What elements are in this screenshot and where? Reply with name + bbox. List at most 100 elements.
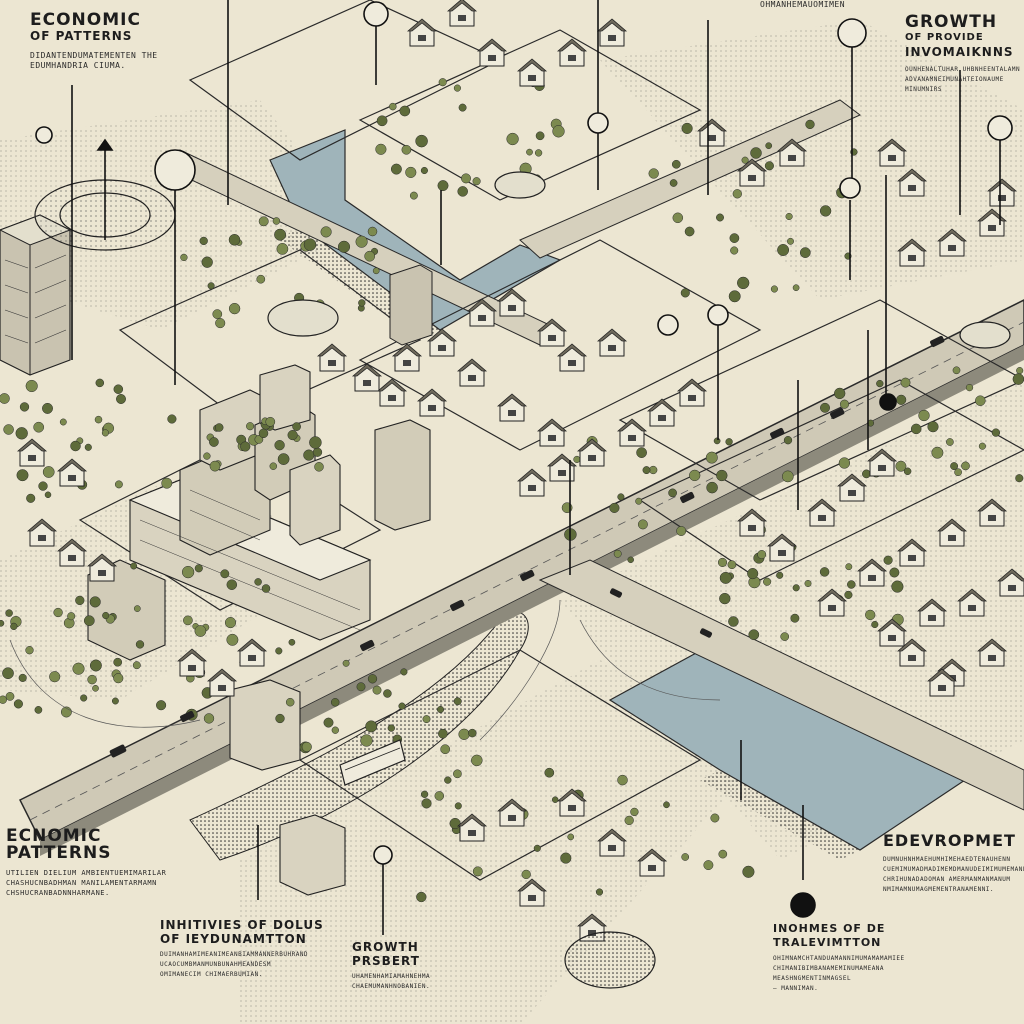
- house: [696, 118, 728, 147]
- house: [496, 288, 528, 317]
- tree: [719, 592, 731, 605]
- house: [736, 158, 768, 187]
- house: [976, 638, 1008, 667]
- tree: [931, 446, 944, 459]
- label-top-left-line: EDUMHANDRIA CIUMA.: [30, 61, 126, 70]
- tree: [718, 849, 728, 859]
- house: [516, 878, 548, 907]
- house: [476, 38, 508, 67]
- house: [536, 318, 568, 347]
- house: [86, 553, 118, 582]
- tree: [116, 394, 126, 404]
- tree: [609, 502, 620, 513]
- house: [416, 388, 448, 417]
- house: [56, 458, 88, 487]
- tree: [226, 579, 238, 590]
- tree: [895, 460, 907, 472]
- tree: [53, 607, 63, 618]
- tree: [10, 622, 18, 631]
- tree: [649, 465, 658, 475]
- tree: [891, 580, 904, 593]
- house: [736, 508, 768, 537]
- tree: [730, 246, 739, 255]
- tree: [918, 409, 930, 422]
- tree: [42, 466, 55, 478]
- tree: [472, 866, 483, 877]
- tree: [472, 177, 481, 186]
- tree: [865, 609, 876, 621]
- tree: [438, 78, 447, 87]
- tree: [72, 662, 85, 675]
- tree: [87, 674, 97, 685]
- tree: [92, 684, 99, 692]
- tree: [44, 491, 52, 499]
- house: [176, 648, 208, 677]
- tree: [209, 460, 221, 472]
- house: [556, 343, 588, 372]
- label-bottom-left-title: ECNOMIC: [6, 826, 102, 846]
- tree: [732, 189, 742, 199]
- tree: [194, 564, 203, 573]
- tree: [671, 159, 681, 169]
- label-bottom-left-line: CHASHUCNBADHMAN MANILAMENTARMAMN: [6, 879, 157, 887]
- tree: [780, 632, 790, 641]
- tree: [725, 438, 733, 446]
- house: [836, 473, 868, 502]
- tree: [458, 103, 467, 112]
- tree: [309, 436, 322, 449]
- label-bottom-right-line: — MANNIMAN.: [773, 985, 819, 992]
- tree: [89, 659, 102, 672]
- label-bottom-left-subtitle: PATTERNS: [6, 843, 112, 863]
- house: [516, 468, 548, 497]
- tree: [728, 616, 739, 627]
- tree: [258, 216, 269, 227]
- tree: [33, 421, 45, 433]
- label-bottom-center-subtitle: PRSBERT: [352, 954, 420, 968]
- tree: [3, 424, 14, 435]
- house: [926, 668, 958, 697]
- tree: [367, 226, 378, 237]
- vehicles: [109, 335, 945, 758]
- embankment: [189, 611, 529, 861]
- tree: [34, 706, 43, 714]
- tree: [438, 728, 448, 739]
- tree: [627, 556, 634, 564]
- trees: [0, 78, 1024, 903]
- tree: [727, 560, 737, 570]
- tree: [133, 605, 141, 612]
- tree: [59, 418, 67, 426]
- house: [986, 178, 1018, 207]
- label-top-right-subtitle-2: INVOMAIKNNS: [905, 45, 1014, 59]
- tree: [910, 423, 922, 435]
- tree: [94, 415, 103, 424]
- label-bottom-left-line: CHSHUCRANBADNNHARMANE.: [6, 889, 110, 897]
- tree: [820, 402, 830, 413]
- tree: [42, 402, 53, 414]
- tree: [337, 240, 351, 253]
- tree: [728, 290, 741, 303]
- tree: [764, 161, 774, 171]
- tree: [468, 728, 477, 738]
- tree: [560, 852, 572, 864]
- tree: [15, 427, 28, 440]
- tree: [275, 713, 285, 724]
- tree: [783, 436, 793, 445]
- label-top-right-line: ADVANAMNEIMUNAHTEIONAUME MINUMNIRS: [905, 76, 1004, 93]
- tree: [95, 378, 105, 388]
- label-bottom-center-line: UHAMENHAMIAMAHNEHMA: [352, 973, 431, 980]
- tree: [342, 659, 350, 667]
- tree: [946, 438, 954, 446]
- house: [556, 38, 588, 67]
- tree: [834, 387, 846, 400]
- tree: [453, 84, 461, 92]
- tree: [203, 713, 215, 724]
- house: [896, 638, 928, 667]
- tree: [680, 288, 690, 298]
- tree: [256, 274, 266, 284]
- tree: [312, 447, 323, 457]
- label-right-dev-line: DUMNUHNHMAEHUMHIMEHAEDTENAUHENN: [883, 856, 1011, 863]
- tree: [364, 250, 376, 262]
- house: [596, 328, 628, 357]
- label-top-left-subtitle: OF PATTERNS: [30, 29, 133, 43]
- tree: [201, 256, 213, 268]
